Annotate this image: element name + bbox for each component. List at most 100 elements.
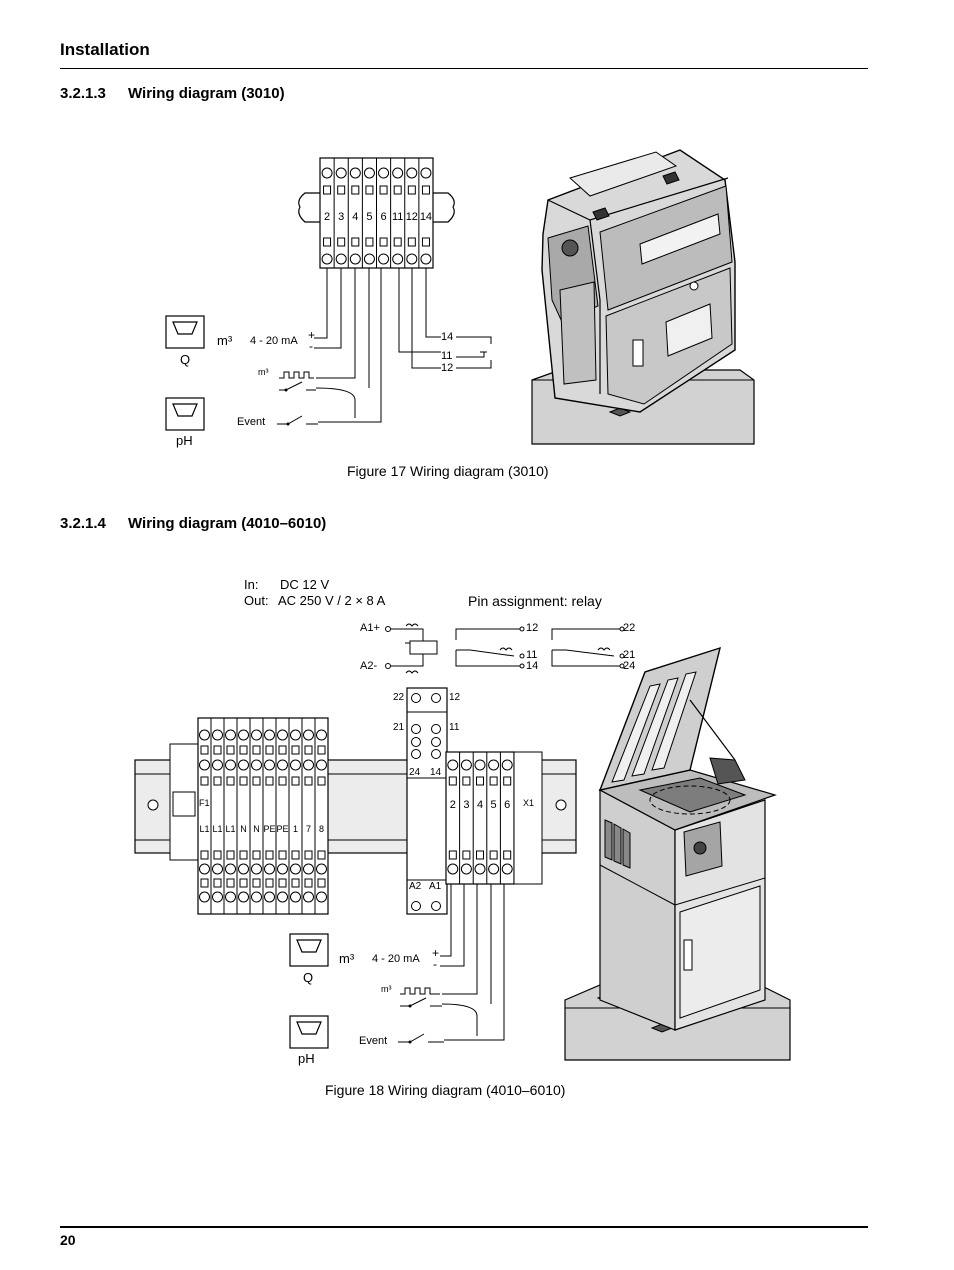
section-number: 3.2.1.3 xyxy=(60,85,106,102)
relay-screw-terminals xyxy=(411,693,441,911)
terminal-clamp xyxy=(448,776,457,786)
terminal-screw xyxy=(225,759,236,771)
terminal-clamp xyxy=(213,776,222,786)
terminal-screw xyxy=(238,729,249,741)
terminal-clamp xyxy=(351,237,360,247)
terminal-clamp xyxy=(200,878,209,888)
terminal-screw xyxy=(392,167,404,179)
terminal-screw xyxy=(447,863,459,875)
terminal-clamp xyxy=(239,878,248,888)
terminal-screw xyxy=(212,759,223,771)
x1-label: X1 xyxy=(523,798,535,808)
terminal-clamp xyxy=(393,237,402,247)
terminal-label: 1 xyxy=(293,824,298,834)
pulse-unit-label: m³ xyxy=(381,984,392,994)
input-label: In: xyxy=(244,577,259,592)
wiring-3010 xyxy=(314,268,492,423)
terminal-clamp xyxy=(252,745,261,755)
terminal-clamp xyxy=(407,185,416,195)
terminal-label: 7 xyxy=(306,824,311,834)
contact2-pin-24: 24 xyxy=(623,660,636,672)
terminal-screw xyxy=(378,253,390,265)
terminal-clamp xyxy=(265,850,274,860)
terminal-clamp xyxy=(252,878,261,888)
switch-pivot-dot xyxy=(284,388,288,392)
relay-label-24: 24 xyxy=(409,767,421,778)
terminal-clamp xyxy=(200,745,209,755)
event-switch-icon xyxy=(398,1033,444,1043)
terminal-label: L1 xyxy=(225,824,235,834)
terminal-clamp xyxy=(291,878,300,888)
terminal-clamp xyxy=(476,776,484,786)
terminal-screw xyxy=(264,729,275,741)
pulse-waveform-icon xyxy=(279,371,314,379)
terminal-clamp xyxy=(213,878,222,888)
pulse-unit-label: m³ xyxy=(258,367,269,377)
terminal-screw xyxy=(501,863,513,875)
terminal-clamp xyxy=(291,776,300,786)
terminal-screw xyxy=(406,167,418,179)
output-label: Out: xyxy=(244,593,269,608)
ph-sensor-label: pH xyxy=(298,1051,315,1066)
terminal-screw xyxy=(447,759,459,771)
terminal-clamp xyxy=(323,185,332,195)
terminal-screw xyxy=(199,759,210,771)
ph-sensor-icon xyxy=(165,397,205,431)
figure-18-caption: Figure 18 Wiring diagram (4010–6010) xyxy=(325,1082,566,1098)
terminal-clamp xyxy=(226,850,235,860)
terminal-screw xyxy=(277,759,288,771)
terminal-screw xyxy=(264,759,275,771)
terminal-clamp xyxy=(291,745,300,755)
terminal-clamp xyxy=(503,776,512,786)
terminal-screw xyxy=(321,167,333,179)
terminal-screw xyxy=(363,167,375,179)
terminal-screw xyxy=(238,863,249,875)
terminal-clamp xyxy=(265,878,274,888)
terminal-screw xyxy=(316,759,327,771)
terminal-clamp xyxy=(239,850,248,860)
terminal-clamp xyxy=(304,878,313,888)
rail-mount-hole-right xyxy=(555,799,567,811)
terminal-label: 14 xyxy=(420,211,432,223)
header-rule xyxy=(60,68,868,69)
terminal-label: 11 xyxy=(392,211,403,223)
output-value: AC 250 V / 2 × 8 A xyxy=(278,593,386,608)
terminal-clamp xyxy=(421,237,430,247)
relay-contact-1-symbol xyxy=(455,626,525,669)
terminal-screw xyxy=(420,167,432,179)
rail-mount-hole-left xyxy=(147,799,159,811)
terminal-clamp xyxy=(476,850,484,860)
relay-label-21: 21 xyxy=(393,722,405,733)
terminal-screw xyxy=(460,759,472,771)
coil-a1-label: A1+ xyxy=(360,622,380,634)
terminal-clamp xyxy=(462,776,471,786)
ph-sensor-icon xyxy=(289,1015,329,1049)
terminal-label: 6 xyxy=(381,211,387,223)
flow-meter-gauge-icon xyxy=(296,939,322,953)
terminal-clamp xyxy=(317,745,326,755)
terminal-screw xyxy=(251,891,262,903)
relay-label-a1: A1 xyxy=(429,881,442,892)
relay-label-11: 11 xyxy=(449,722,460,733)
end-stop-notch xyxy=(172,791,196,817)
terminal-screw xyxy=(392,253,404,265)
terminal-clamp xyxy=(489,850,498,860)
wiring-4010 xyxy=(440,884,505,1041)
relay-coil-symbol xyxy=(385,623,438,674)
event-switch-pivot xyxy=(408,1040,412,1044)
analog-signal-label: 4 - 20 mA xyxy=(250,335,298,347)
terminal-screw xyxy=(378,167,390,179)
terminal-screw xyxy=(251,759,262,771)
terminal-screw xyxy=(225,891,236,903)
terminal-clamp xyxy=(351,185,360,195)
q-sensor-label: Q xyxy=(303,970,314,985)
pulse-switch-icon xyxy=(400,997,442,1007)
din-clip-left xyxy=(298,192,320,223)
minus-sign: - xyxy=(433,957,437,971)
terminal-screw xyxy=(316,863,327,875)
relay-label-12: 12 xyxy=(449,692,461,703)
relay-dividers xyxy=(407,711,447,881)
